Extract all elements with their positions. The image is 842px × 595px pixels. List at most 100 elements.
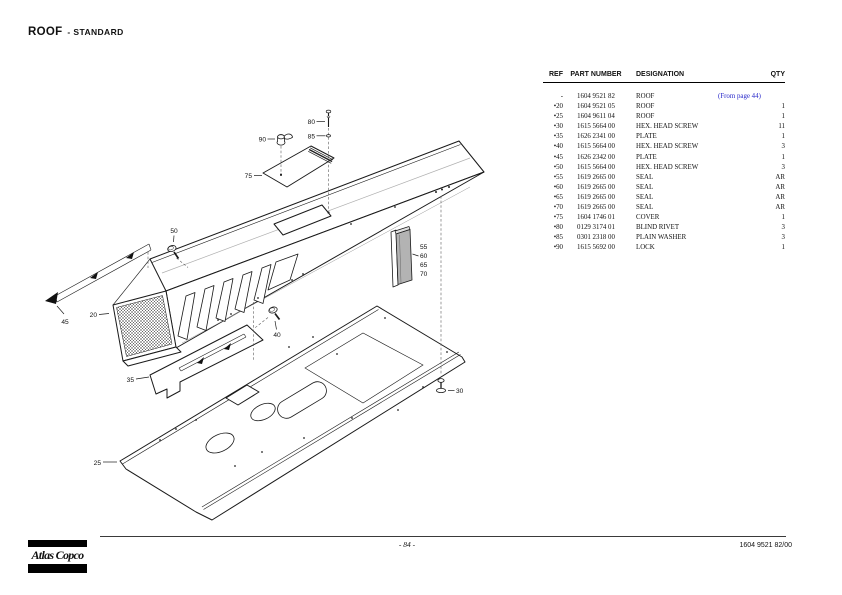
page-title-sub: - STANDARD [67,27,124,37]
qty-cell: 1 [781,244,785,252]
qty-cell: 1 [781,113,785,121]
page-number: - 84 - [398,540,416,549]
callout-75: 75 [245,173,253,180]
callout-35: 35 [127,377,135,384]
qty-cell: AR [775,183,785,191]
parts-table-header: REF PART NUMBER DESIGNATION QTY [543,71,785,83]
ref-cell: •20 [553,103,563,111]
plain-washer-icon [326,134,331,138]
designation-cell: LOCK [636,244,655,252]
table-row: •60 1619 2665 00 SEAL AR [543,183,785,193]
table-row: •25 1604 9611 04 ROOF 1 [543,112,785,122]
part-number-cell: 0129 3174 01 [577,224,615,232]
cover-part [262,145,335,188]
louver-slot [177,292,196,340]
louver-slot [196,285,215,331]
plate-45-part [45,243,152,304]
blind-rivet-icon [325,109,332,127]
ref-cell: •55 [553,173,563,181]
table-row: •35 1626 2341 00 PLATE 1 [543,132,785,142]
callout-80: 80 [308,119,316,126]
part-number-cell: 1619 2665 00 [577,204,615,212]
ref-cell: •45 [553,153,563,161]
callout-85: 85 [308,134,316,141]
panel-edge-tab [225,384,260,406]
rivet-hole-dots [217,186,450,321]
table-row: •50 1615 5664 00 HEX. HEAD SCREW 3 [543,163,785,173]
panel-screw-dots [159,317,448,467]
callout-20: 20 [90,312,98,319]
roof-vent-hole [273,204,332,236]
col-header-part-number: PART NUMBER [570,71,622,78]
ref-cell: •80 [553,224,563,232]
ref-cell: •85 [553,234,563,242]
cover-hinge-line [309,147,334,161]
parts-table-body: - 1604 9521 82 ROOF (From page 44) •20 1… [543,92,785,254]
leader-lines [56,121,455,463]
seal-front-face [395,229,413,285]
table-row: •55 1619 2665 00 SEAL AR [543,173,785,183]
plate-45-arrow-mark [126,252,134,259]
designation-cell: PLATE [636,153,657,161]
designation-cell: SEAL [636,193,654,201]
part-number-cell: 1626 2342 00 [577,153,615,161]
part-number-cell: 1604 9521 05 [577,103,615,111]
roof-back-edge-line [151,144,461,263]
designation-cell: BLIND RIVET [636,224,680,232]
table-row: •65 1619 2665 00 SEAL AR [543,193,785,203]
cover-hinge-line [308,151,332,164]
lock-icon [276,133,293,146]
note-cell: (From page 44) [718,93,761,100]
panel-circle-cutout [250,402,276,422]
logo-bar-bottom [28,564,87,573]
roof-grille [112,290,182,367]
designation-cell: HEX. HEAD SCREW [636,123,699,131]
qty-cell: 3 [781,163,785,171]
part-number-cell: 1615 5664 00 [577,163,615,171]
plate-45-end-arrow [45,292,58,304]
table-row: •85 0301 2318 00 PLAIN WASHER 3 [543,233,785,243]
designation-cell: ROOF [636,113,655,121]
part-number-cell: 1626 2341 00 [577,133,615,141]
callout-70: 70 [420,271,428,278]
designation-cell: ROOF [636,103,655,111]
atlas-copco-logo: Atlas Copco [28,540,87,573]
designation-cell: ROOF [636,93,655,100]
part-number-cell: 1619 2665 00 [577,173,615,181]
part-number-cell: 1604 9611 04 [577,113,615,121]
louver-opening [267,253,299,291]
dashed-guide-lines [147,128,442,376]
ref-cell: •30 [553,123,563,131]
ref-cell: •40 [553,143,563,151]
panel-rail-line [203,354,461,510]
cover-hinge-band [308,148,333,163]
grille-bottom-flange [122,346,182,367]
part-number-cell: 1619 2665 00 [577,183,615,191]
bottom-panel-part [119,305,466,521]
part-number-cell: 0301 2318 00 [577,234,615,242]
designation-cell: SEAL [636,204,654,212]
part-number-cell: 1615 5664 00 [577,143,615,151]
designation-cell: COVER [636,214,660,222]
table-row: •80 0129 3174 01 BLIND RIVET 3 [543,223,785,233]
designation-cell: SEAL [636,183,654,191]
ref-cell: •65 [553,193,563,201]
footer-rule [100,536,786,537]
seal-inner-line [399,234,402,284]
table-row: •30 1615 5664 00 HEX. HEAD SCREW 11 [543,122,785,132]
table-row: •20 1604 9521 05 ROOF 1 [543,102,785,112]
callout-50: 50 [170,228,178,235]
part-number-cell: 1615 5664 00 [577,123,615,131]
designation-cell: HEX. HEAD SCREW [636,143,699,151]
qty-cell: 3 [781,224,785,232]
callout-labels: 80 85 90 75 50 45 20 40 35 30 25 55 60 6… [61,119,463,467]
callout-60: 60 [420,253,428,260]
callout-45: 45 [61,319,69,326]
plate-35-arrow-mark [224,343,231,350]
grille-mesh [116,295,173,357]
designation-cell: PLAIN WASHER [636,234,687,242]
panel-rail-line [201,351,460,508]
page-title-main: ROOF [28,26,63,38]
callout-30: 30 [456,388,464,395]
